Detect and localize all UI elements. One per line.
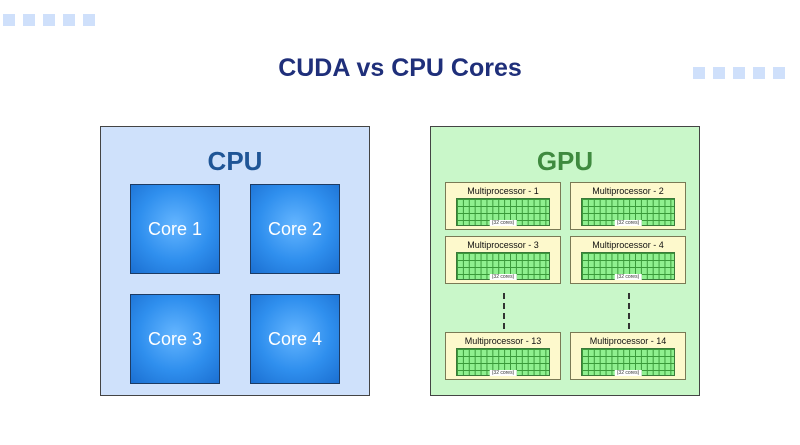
cpu-core-3: Core 3 bbox=[130, 294, 220, 384]
multiprocessor-4: Multiprocessor - 4 (32 cores) bbox=[570, 236, 686, 284]
decorative-square bbox=[713, 67, 725, 79]
decorative-squares-top-left bbox=[3, 14, 95, 26]
core-grid: (32 cores) bbox=[581, 252, 675, 280]
core-grid: (32 cores) bbox=[456, 348, 550, 376]
core-grid: (32 cores) bbox=[456, 198, 550, 226]
decorative-square bbox=[693, 67, 705, 79]
multiprocessor-2: Multiprocessor - 2 (32 cores) bbox=[570, 182, 686, 230]
decorative-square bbox=[753, 67, 765, 79]
cpu-label: CPU bbox=[207, 146, 263, 176]
gpu-label: GPU bbox=[536, 146, 594, 176]
decorative-square bbox=[63, 14, 75, 26]
cpu-panel: CPU Core 1 Core 2 Core 3 Core 4 bbox=[100, 126, 370, 396]
core-count-tag: (32 cores) bbox=[489, 220, 517, 226]
decorative-square bbox=[43, 14, 55, 26]
cpu-core-4: Core 4 bbox=[250, 294, 340, 384]
gpu-panel: GPU Multiprocessor - 1 (32 cores) Multip… bbox=[430, 126, 700, 396]
decorative-square bbox=[773, 67, 785, 79]
core-count-tag: (32 cores) bbox=[489, 274, 517, 280]
decorative-square bbox=[23, 14, 35, 26]
ellipsis-dashed-line bbox=[503, 293, 505, 329]
core-grid: (32 cores) bbox=[581, 348, 675, 376]
core-count-tag: (32 cores) bbox=[489, 370, 517, 376]
multiprocessor-14: Multiprocessor - 14 (32 cores) bbox=[570, 332, 686, 380]
decorative-squares-top-right bbox=[693, 67, 785, 79]
multiprocessor-label: Multiprocessor - 14 bbox=[589, 336, 667, 346]
core-grid: (32 cores) bbox=[581, 198, 675, 226]
multiprocessor-3: Multiprocessor - 3 (32 cores) bbox=[445, 236, 561, 284]
decorative-square bbox=[83, 14, 95, 26]
cpu-core-2: Core 2 bbox=[250, 184, 340, 274]
decorative-square bbox=[3, 14, 15, 26]
ellipsis-dashed-line bbox=[628, 293, 630, 329]
multiprocessor-label: Multiprocessor - 13 bbox=[464, 336, 542, 346]
core-count-tag: (32 cores) bbox=[614, 370, 642, 376]
diagram-title: CUDA vs CPU Cores bbox=[278, 54, 522, 82]
core-count-tag: (32 cores) bbox=[614, 220, 642, 226]
core-count-tag: (32 cores) bbox=[614, 274, 642, 280]
multiprocessor-label: Multiprocessor - 3 bbox=[467, 240, 539, 250]
multiprocessor-label: Multiprocessor - 4 bbox=[592, 240, 664, 250]
multiprocessor-label: Multiprocessor - 1 bbox=[467, 186, 539, 196]
multiprocessor-13: Multiprocessor - 13 (32 cores) bbox=[445, 332, 561, 380]
multiprocessor-1: Multiprocessor - 1 (32 cores) bbox=[445, 182, 561, 230]
cpu-core-1: Core 1 bbox=[130, 184, 220, 274]
decorative-square bbox=[733, 67, 745, 79]
multiprocessor-label: Multiprocessor - 2 bbox=[592, 186, 664, 196]
core-grid: (32 cores) bbox=[456, 252, 550, 280]
